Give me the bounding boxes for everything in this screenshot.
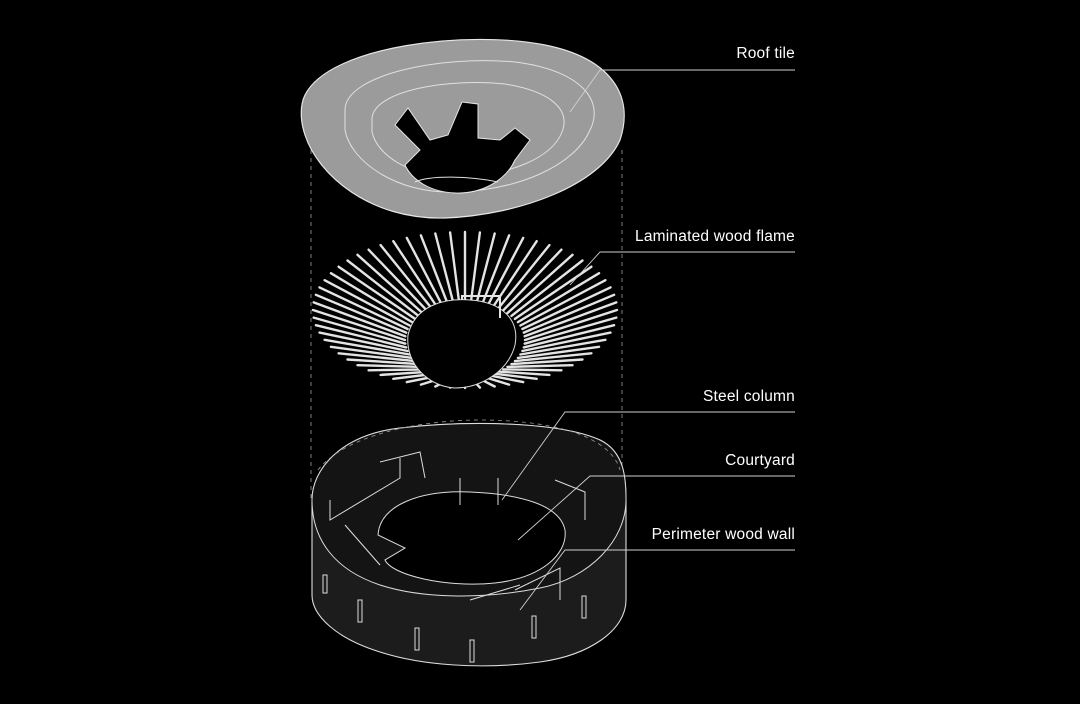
wood-rib bbox=[312, 316, 407, 345]
label-roof-tile: Roof tile bbox=[736, 45, 795, 62]
wood-rib bbox=[314, 293, 408, 334]
wood-rib bbox=[323, 338, 411, 356]
label-courtyard: Courtyard bbox=[725, 452, 795, 469]
wood-rib bbox=[314, 324, 408, 349]
wood-rib bbox=[475, 232, 496, 304]
wood-rib bbox=[486, 236, 525, 307]
wood-rib bbox=[506, 364, 574, 369]
wood-rib bbox=[501, 248, 563, 312]
wood-rib bbox=[469, 231, 482, 304]
window-slot bbox=[414, 627, 420, 651]
roof-tile-shape bbox=[300, 38, 625, 219]
partition-8 bbox=[344, 524, 381, 566]
wood-rib bbox=[311, 308, 407, 342]
wood-rib bbox=[318, 331, 409, 353]
wood-rib bbox=[434, 232, 455, 304]
partition-6 bbox=[514, 567, 561, 600]
labels: Roof tile Laminated wood flame Steel col… bbox=[635, 45, 795, 543]
window-slot bbox=[357, 599, 363, 623]
leader-roof-tile bbox=[569, 69, 795, 113]
label-perimeter-wood-wall: Perimeter wood wall bbox=[652, 526, 795, 543]
window-slot bbox=[531, 615, 537, 639]
wood-rib bbox=[522, 293, 616, 334]
wood-rib bbox=[346, 358, 420, 366]
partition-5 bbox=[554, 479, 586, 520]
wood-rib bbox=[516, 345, 601, 360]
wood-rib bbox=[346, 259, 420, 318]
wood-rib bbox=[522, 324, 616, 349]
wood-rib bbox=[523, 301, 618, 338]
leader-courtyard bbox=[517, 475, 795, 541]
wood-rib bbox=[367, 248, 429, 312]
leader-laminated-wood-flame bbox=[569, 251, 795, 286]
flame-frame bbox=[461, 295, 501, 318]
wood-rib bbox=[367, 368, 429, 372]
wood-rib bbox=[521, 331, 612, 353]
laminated-wood-flame-shape bbox=[311, 230, 619, 390]
interior-partitions bbox=[329, 451, 586, 601]
wood-rib bbox=[497, 370, 551, 377]
wood-rib bbox=[481, 234, 511, 305]
wood-rib bbox=[519, 338, 607, 356]
leader-steel-column bbox=[501, 411, 795, 501]
leader-perimeter-wood-wall bbox=[519, 549, 795, 611]
wood-rib bbox=[448, 231, 461, 304]
wood-rib bbox=[523, 308, 619, 342]
wood-rib bbox=[337, 352, 417, 363]
wood-rib bbox=[318, 286, 409, 331]
wood-rib bbox=[312, 301, 407, 338]
leader-lines bbox=[501, 69, 795, 611]
window-slot bbox=[322, 574, 328, 594]
wood-rib bbox=[516, 272, 601, 324]
wood-rib bbox=[519, 279, 607, 327]
wood-rib bbox=[501, 368, 563, 372]
wood-rib bbox=[510, 259, 584, 318]
perimeter-wall-shape bbox=[311, 419, 627, 667]
roof-inner-ring bbox=[414, 176, 499, 183]
flame-opening bbox=[407, 299, 517, 389]
wood-rib bbox=[510, 358, 584, 366]
wood-rib bbox=[323, 279, 411, 327]
label-steel-column: Steel column bbox=[703, 388, 795, 405]
wood-rib bbox=[513, 352, 593, 363]
window-slots bbox=[322, 574, 587, 663]
vertical-guides bbox=[310, 150, 623, 505]
wood-rib bbox=[419, 234, 449, 305]
wood-rib bbox=[492, 372, 538, 380]
window-slot bbox=[581, 595, 587, 619]
roof-opening bbox=[394, 101, 531, 194]
wood-rib bbox=[405, 236, 444, 307]
wood-rib bbox=[379, 243, 433, 310]
roof-ring-1 bbox=[344, 60, 595, 193]
wood-rib bbox=[356, 253, 424, 315]
wood-rib bbox=[356, 364, 424, 369]
partition-2 bbox=[379, 451, 426, 479]
wood-rib bbox=[486, 373, 525, 384]
wood-rib bbox=[506, 253, 574, 315]
wood-rib bbox=[521, 286, 612, 331]
window-slot bbox=[469, 639, 475, 663]
wood-rib bbox=[523, 316, 618, 345]
wood-rib bbox=[337, 265, 417, 321]
label-laminated-wood-flame: Laminated wood flame bbox=[635, 228, 795, 245]
wood-rib bbox=[392, 239, 438, 308]
wood-rib bbox=[329, 272, 414, 324]
partition-7 bbox=[469, 584, 521, 601]
courtyard-floor bbox=[377, 491, 566, 585]
wood-rib bbox=[329, 345, 414, 360]
wood-rib bbox=[497, 243, 551, 310]
partition-1 bbox=[329, 458, 401, 521]
